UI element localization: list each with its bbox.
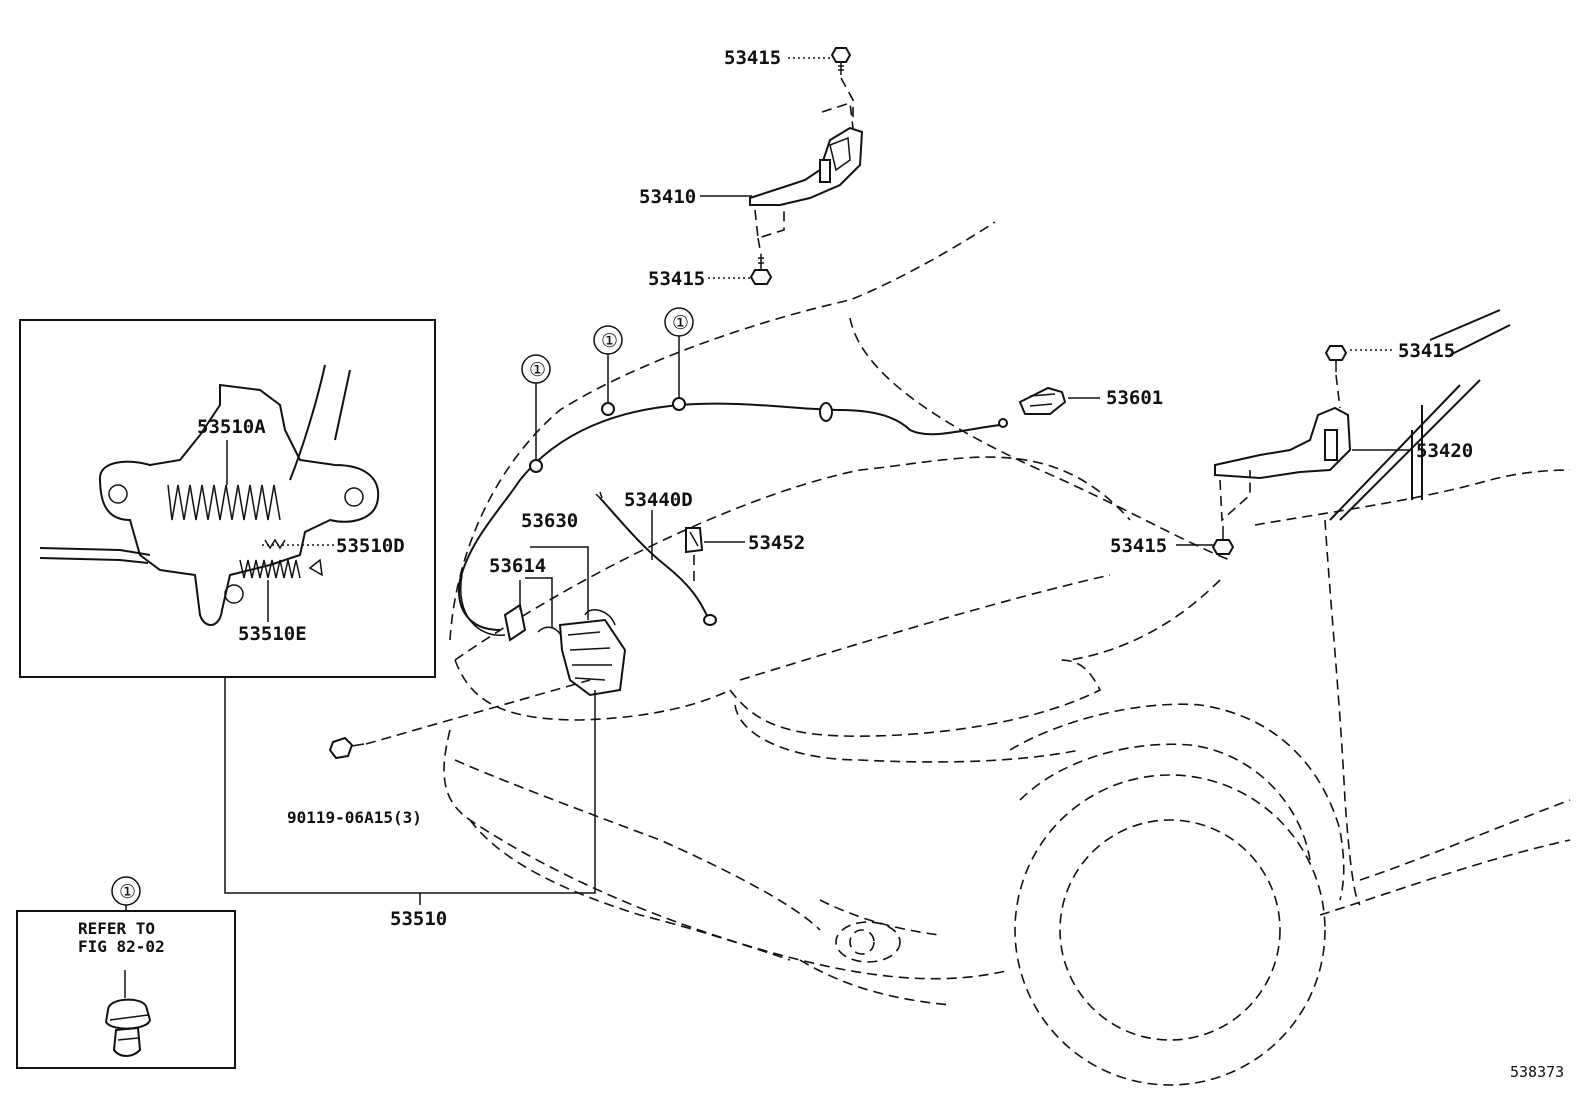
bolt-icon [749, 255, 773, 285]
reference-line1: REFER TO [78, 919, 155, 938]
label-lock-cover: 53614 [489, 555, 546, 577]
part-labels: 53415 53410 53415 53415 53420 53415 5360… [197, 47, 1473, 930]
release-lever [1018, 386, 1067, 415]
reference-line2: FIG 82-02 [78, 937, 165, 956]
hood-hinge-lh [749, 47, 864, 285]
label-hinge-bolt-lh-lower: 53415 [648, 268, 705, 290]
label-hinge-rh: 53420 [1416, 440, 1473, 462]
callout-number: ① [601, 330, 618, 352]
lock-assembly [503, 603, 627, 697]
release-cable [458, 397, 1008, 636]
vehicle-outline [443, 221, 1571, 1086]
label-hinge-lh: 53410 [639, 186, 696, 208]
label-hinge-bolt-rh-upper: 53415 [1398, 340, 1455, 362]
reference-callout: ① [119, 881, 136, 903]
lock-wire [595, 491, 717, 626]
callout-number: ① [529, 359, 546, 381]
label-lock-assembly: 53510 [390, 908, 447, 930]
label-hinge-bolt-top: 53415 [724, 47, 781, 69]
label-lock-wire: 53440D [624, 489, 693, 511]
clip-icon [104, 970, 152, 1057]
bolt-icon [830, 47, 852, 75]
wire-clamp [685, 527, 704, 585]
label-lock-assy: 53630 [521, 510, 578, 532]
bolt-icon [1324, 345, 1348, 372]
label-leaders [651, 57, 1410, 560]
label-bolt: 90119-06A15(3) [287, 808, 422, 827]
figure-number: 538373 [1510, 1063, 1564, 1081]
bolt-icon [1211, 526, 1235, 555]
bolt-icon [328, 736, 365, 760]
label-detail-spring-d: 53510D [336, 535, 405, 557]
detail-inset [19, 319, 436, 678]
label-release-lever: 53601 [1106, 387, 1163, 409]
callout-number: ① [672, 312, 689, 334]
label-hinge-bolt-rh-lower: 53415 [1110, 535, 1167, 557]
label-wire-clamp: 53452 [748, 532, 805, 554]
reference-box: ① REFER TO FIG 82-02 [16, 876, 236, 1069]
label-detail-spring-e: 53510E [238, 623, 307, 645]
callout-leaders [521, 307, 694, 460]
hood-hinge-rh [1211, 345, 1352, 555]
callouts: ① ① ① [529, 312, 689, 381]
label-detail-spring-a: 53510A [197, 416, 266, 438]
